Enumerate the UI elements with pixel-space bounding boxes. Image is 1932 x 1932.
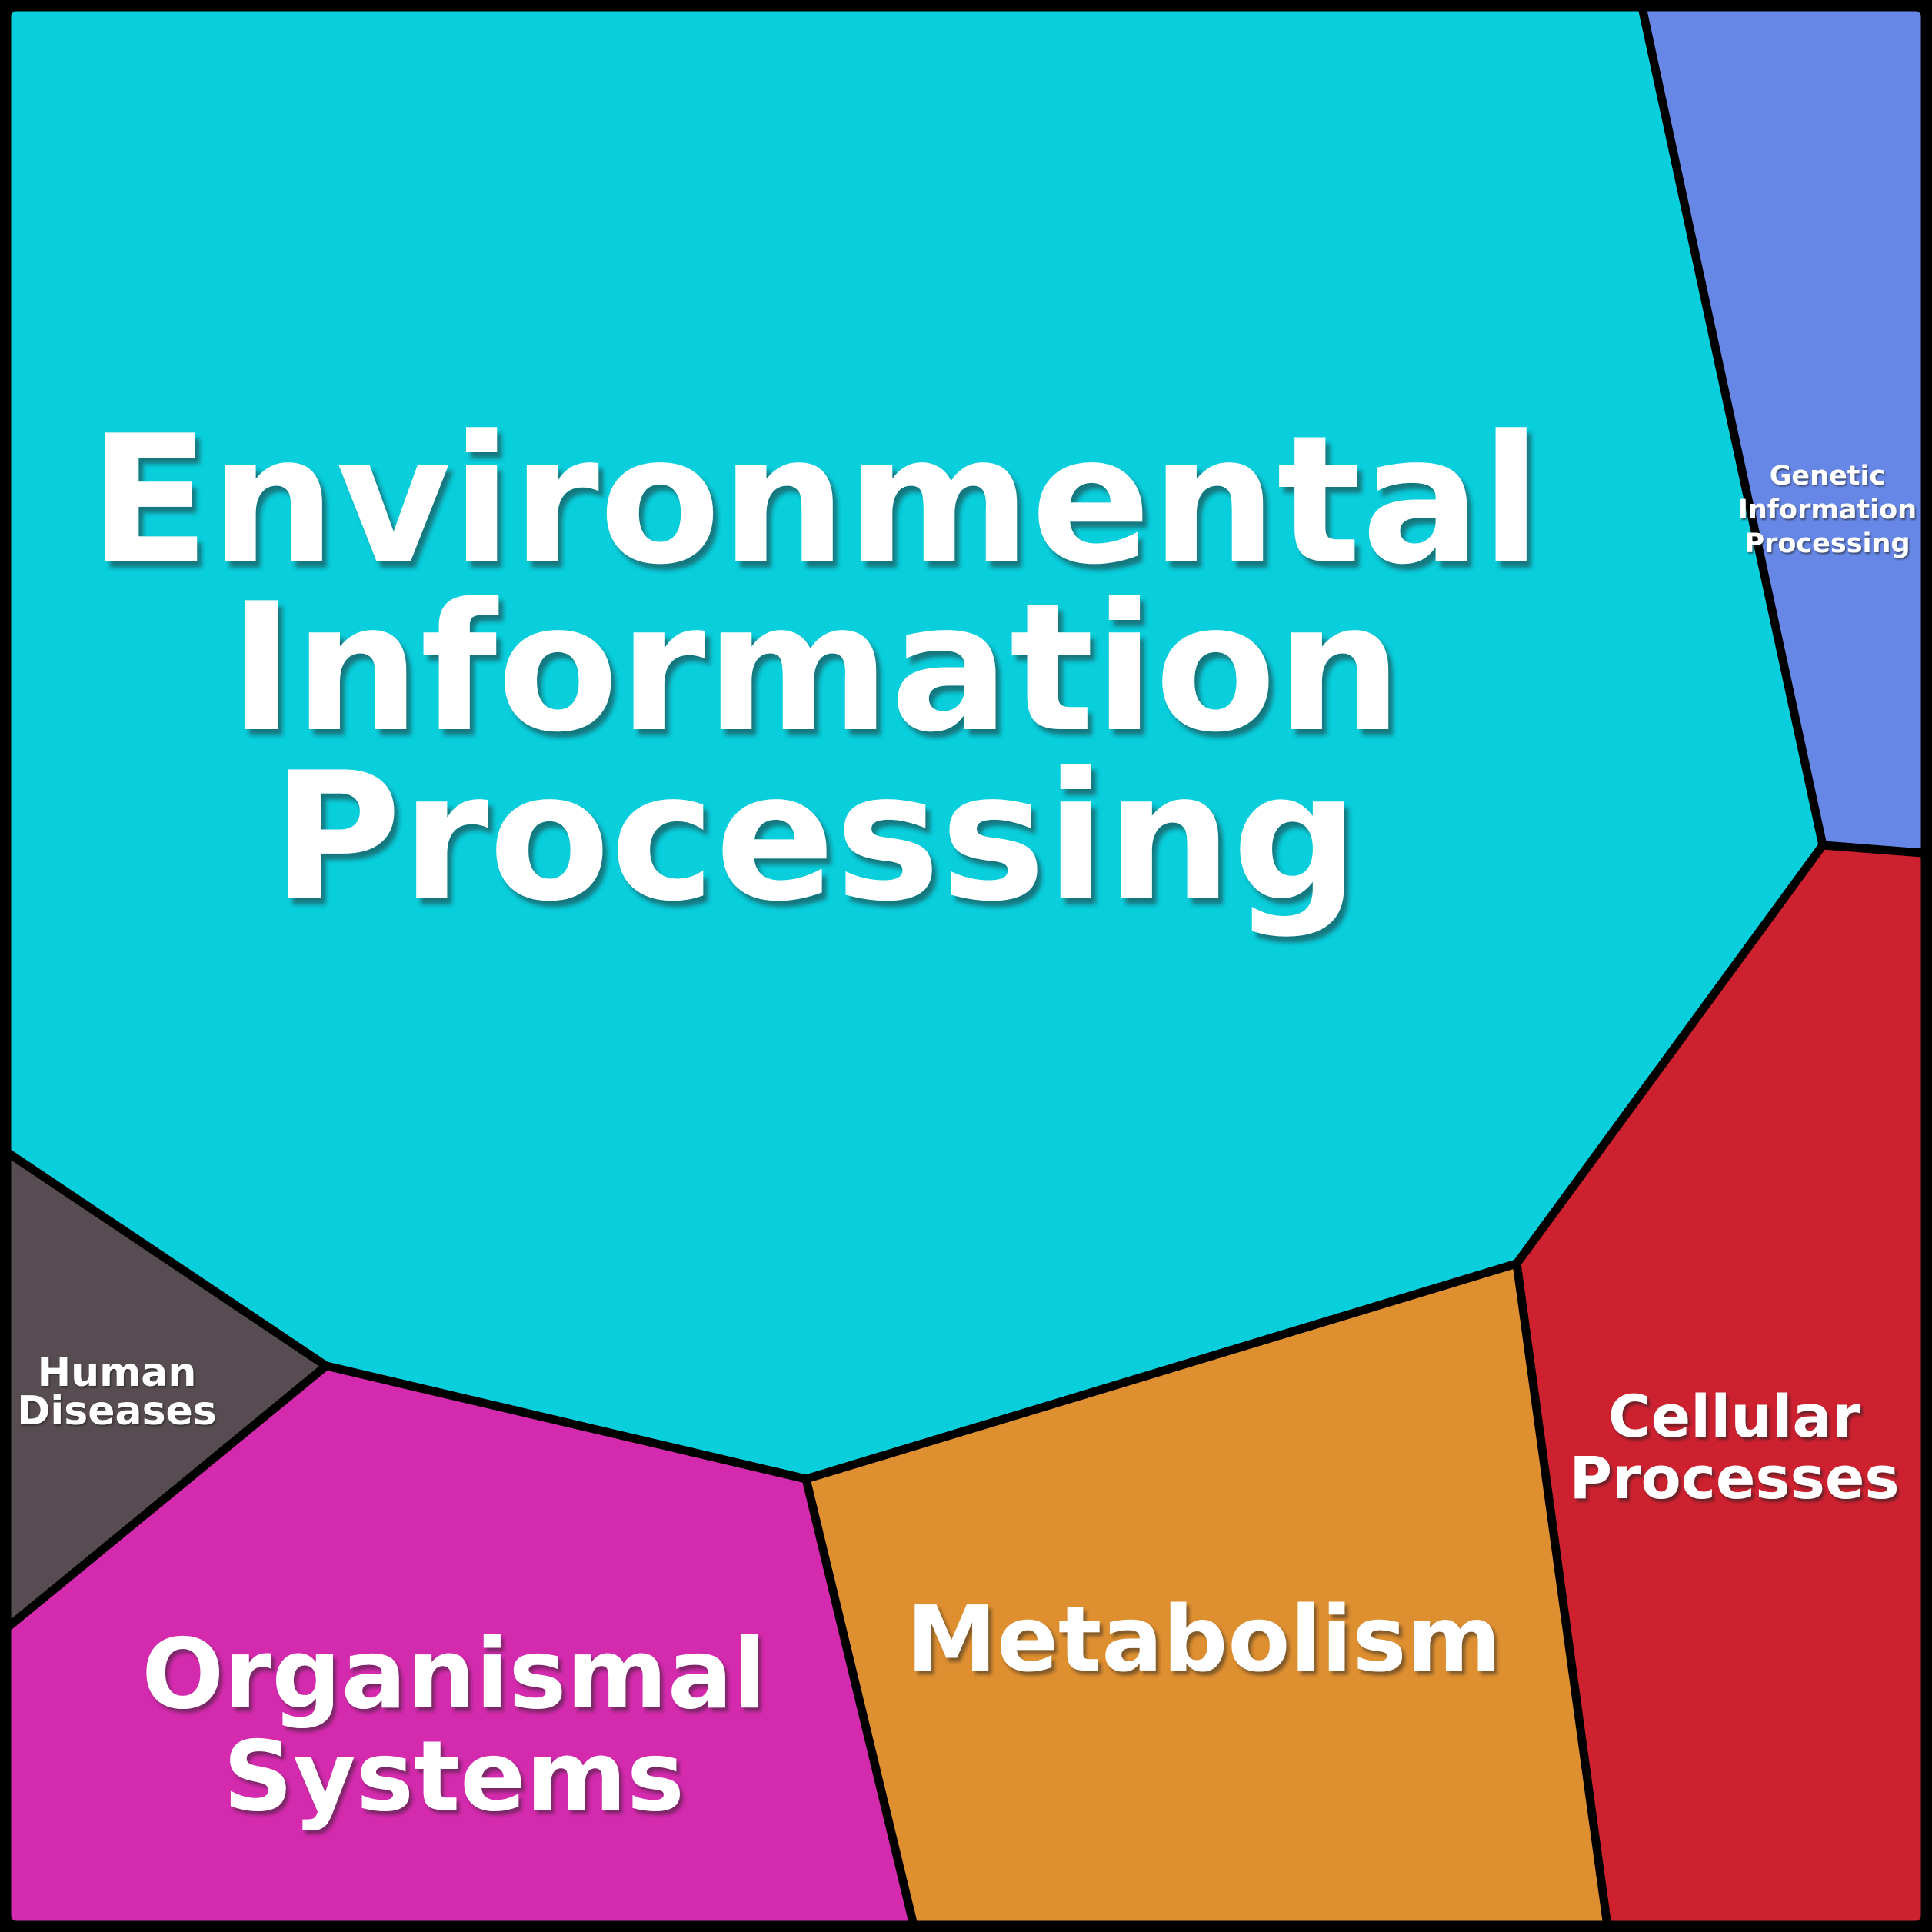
label-organismal-systems-line-1: Organismal	[142, 1617, 766, 1730]
label-cellular-processes-line-2: Processes	[1569, 1444, 1899, 1512]
region-cellular-processes	[1512, 841, 1932, 1932]
label-environmental-information-processing-line-1: Environmental	[89, 398, 1541, 604]
label-genetic-information-processing-line-2: Information	[1738, 495, 1917, 525]
region-genetic-information-processing	[1636, 0, 1932, 858]
region-metabolism	[801, 1259, 1613, 1932]
label-genetic-information-processing-line-1: Genetic	[1770, 461, 1886, 491]
label-metabolism: Metabolism	[906, 1586, 1501, 1692]
label-cellular-processes-line-1: Cellular	[1608, 1382, 1861, 1451]
region-human-diseases	[0, 1143, 331, 1638]
label-human-diseases-line-1: Human	[38, 1350, 197, 1396]
label-environmental-information-processing-line-3: Processing	[271, 735, 1358, 941]
label-genetic-information-processing-line-3: Processing	[1744, 528, 1910, 559]
label-environmental-information-processing-line-2: Information	[228, 566, 1402, 771]
region-organismal-systems	[0, 1361, 920, 1932]
label-organismal-systems-line-2: Systems	[223, 1720, 685, 1833]
label-metabolism-line-1: Metabolism	[906, 1586, 1501, 1692]
label-human-diseases-line-2: Diseases	[17, 1388, 216, 1434]
